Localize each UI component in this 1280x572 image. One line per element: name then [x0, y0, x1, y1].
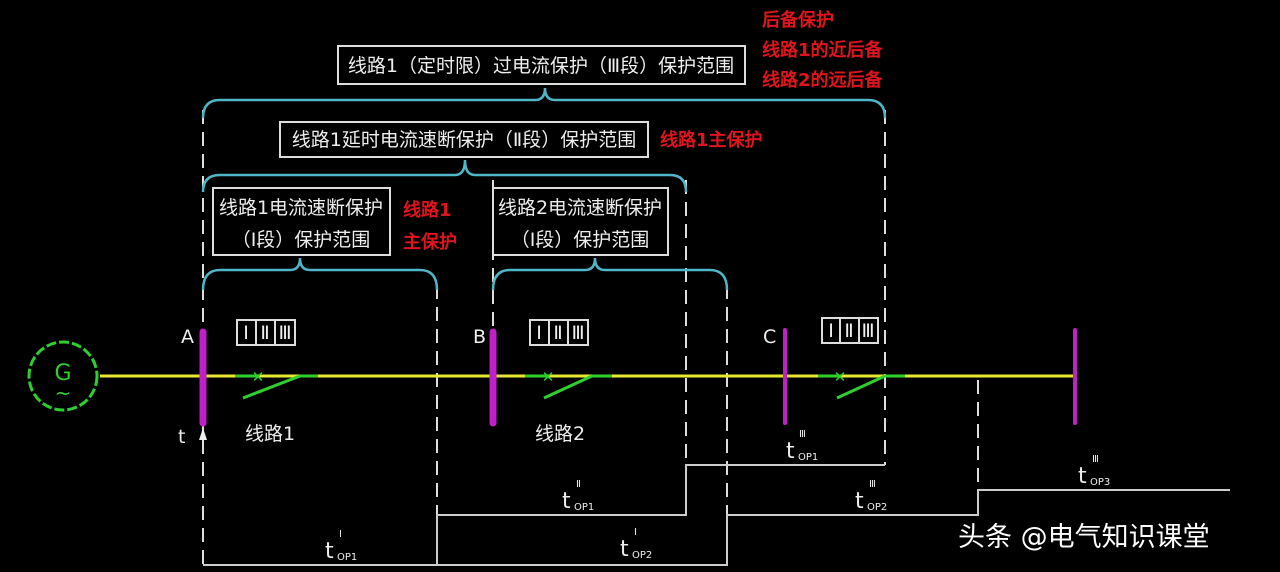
breaker-3: ✕ [818, 368, 905, 400]
svg-text:Ⅰ: Ⅰ [339, 529, 342, 540]
svg-text:t: t [325, 539, 334, 564]
line1-stage1-label: 线路1电流速断保护 [219, 197, 383, 219]
line2-stage1-label: 线路2电流速断保护 [498, 197, 662, 219]
bus-b-label: B [473, 326, 486, 348]
stage2-range-label: 线路1延时电流速断保护（Ⅱ段）保护范围 [292, 129, 636, 151]
breaker-2: ✕ [525, 368, 612, 400]
line2-label: 线路2 [535, 423, 585, 445]
svg-text:t: t [562, 489, 571, 514]
svg-text:OP3: OP3 [1090, 477, 1110, 488]
brace-stage2 [201, 159, 688, 193]
svg-text:✕: ✕ [542, 368, 555, 386]
brace-line1-stage1 [201, 257, 439, 291]
svg-text:Ⅲ: Ⅲ [1092, 454, 1099, 465]
svg-text:Ⅰ: Ⅰ [634, 527, 637, 538]
time-label-op1-i: tⅠ OP1 [325, 529, 357, 564]
svg-text:Ⅱ: Ⅱ [844, 320, 853, 342]
svg-text:OP1: OP1 [798, 452, 818, 463]
brace-stage3 [201, 87, 887, 119]
svg-text:Ⅱ: Ⅱ [553, 322, 562, 344]
line2-stage1-box [492, 187, 669, 256]
svg-text:✕: ✕ [834, 368, 847, 386]
svg-text:OP1: OP1 [574, 502, 594, 513]
main-protection-note: 线路1 [403, 199, 452, 221]
svg-text:Ⅱ: Ⅱ [576, 479, 581, 490]
svg-text:Ⅰ: Ⅰ [536, 322, 542, 344]
main-protection-note: 线路1主保护 [660, 129, 763, 151]
svg-text:t: t [786, 439, 795, 464]
stage3-range-label: 线路1（定时限）过电流保护（Ⅲ段）保护范围 [348, 55, 734, 77]
svg-text:OP1: OP1 [337, 552, 357, 563]
svg-text:Ⅲ: Ⅲ [861, 320, 874, 342]
line2-stage1-label: （Ⅰ段）保护范围 [511, 229, 650, 251]
time-label-op1-ii: tⅡ OP1 [562, 479, 594, 514]
svg-text:t: t [1078, 464, 1087, 489]
main-protection-note: 主保护 [403, 231, 457, 253]
svg-text:G: G [54, 361, 71, 386]
svg-text:Ⅲ: Ⅲ [869, 479, 876, 490]
line1-stage1-box [212, 187, 391, 256]
bus-a-label: A [181, 326, 194, 348]
svg-text:Ⅲ: Ⅲ [571, 322, 584, 344]
arrow-up-icon [199, 428, 207, 440]
line1-stage1-label: （Ⅰ段）保护范围 [232, 229, 371, 251]
backup-note: 后备保护 [762, 9, 834, 31]
svg-text:t: t [620, 537, 629, 562]
line1-label: 线路1 [245, 423, 295, 445]
brace-line2-stage1 [491, 257, 729, 291]
time-characteristic [203, 464, 1230, 566]
svg-text:Ⅰ: Ⅰ [828, 320, 834, 342]
svg-text:~: ~ [55, 381, 72, 405]
time-axis-label: t [178, 426, 185, 448]
svg-text:OP2: OP2 [867, 502, 887, 513]
bus-c-label: C [763, 326, 776, 348]
stage3-range-box [337, 45, 746, 85]
svg-text:✕: ✕ [252, 368, 265, 386]
svg-text:Ⅱ: Ⅱ [260, 322, 269, 344]
breaker-1: ✕ [235, 368, 318, 400]
stage2-range-box [279, 121, 649, 158]
backup-note: 线路2的远后备 [762, 69, 884, 91]
svg-text:OP2: OP2 [632, 550, 652, 561]
generator-icon: G ~ [27, 340, 99, 412]
watermark: 头条 @电气知识课堂 [958, 522, 1210, 553]
svg-text:Ⅲ: Ⅲ [278, 322, 291, 344]
backup-note: 线路1的近后备 [762, 39, 884, 61]
svg-text:Ⅲ: Ⅲ [799, 429, 806, 440]
svg-text:Ⅰ: Ⅰ [243, 322, 249, 344]
svg-text:t: t [855, 489, 864, 514]
time-label-op2-i: tⅠ OP2 [620, 527, 652, 562]
